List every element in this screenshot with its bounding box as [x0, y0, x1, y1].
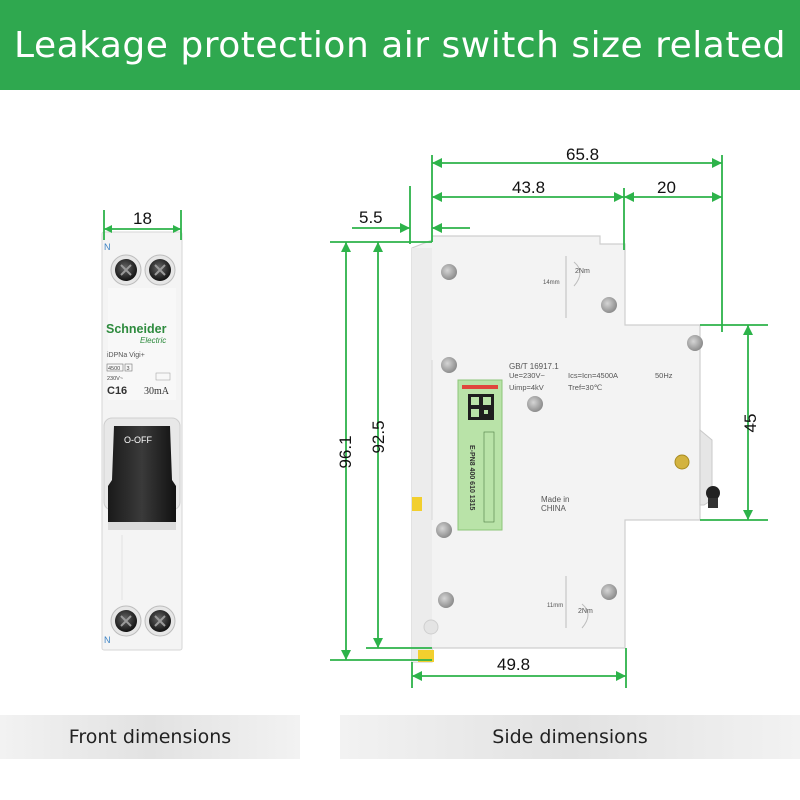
dim-inner-height: 92.5	[369, 420, 388, 453]
country: CHINA	[541, 504, 567, 513]
rivet-icon	[438, 592, 454, 608]
sticker-mark	[462, 385, 498, 389]
toggle-base	[108, 522, 176, 530]
impulse-voltage: Uimp=4kV	[509, 383, 544, 392]
screw-slot-icon	[120, 264, 132, 276]
screw-slot-icon	[154, 264, 166, 276]
strip-length-top: 14mm	[543, 280, 560, 286]
voltage-mark: 230V~	[107, 376, 123, 382]
brand-logo: Schneider	[106, 322, 167, 336]
rail-latch-icon	[706, 486, 720, 500]
reference-temp: Tref=30℃	[568, 383, 603, 392]
rivet-icon	[436, 522, 452, 538]
off-marking: O-OFF	[124, 435, 152, 445]
made-in: Made in	[541, 495, 569, 504]
rating-box	[106, 363, 124, 372]
side-view: 2Nm 14mm 2Nm 11mm GB/T 16917.1 Ue=230V~ …	[330, 145, 768, 688]
rivets	[423, 264, 703, 635]
yellow-tab-icon	[412, 497, 422, 511]
test-symbol-icon	[155, 372, 171, 381]
dim-overall-depth: 65.8	[566, 145, 599, 164]
rivet-icon	[687, 335, 703, 351]
torque-marks	[565, 256, 589, 629]
breaker-side-body	[411, 235, 701, 663]
terminal-mark-top: N	[104, 242, 111, 252]
class-value: 3	[127, 366, 130, 372]
sticker-code: E-PN8 400 610 1315	[468, 445, 475, 510]
dim-front-depth: 43.8	[512, 178, 545, 197]
side-caption-text: Side dimensions	[492, 726, 648, 748]
side-edge	[412, 248, 432, 662]
front-dimensions-caption: Front dimensions	[0, 715, 300, 759]
rivet-icon	[441, 264, 457, 280]
rivet-icon	[423, 619, 439, 635]
dim-offset: 5.5	[359, 208, 383, 227]
side-dimension-lines	[330, 155, 768, 688]
screw-slot-icon	[120, 615, 132, 627]
dim-total-height: 96.1	[336, 435, 355, 468]
rivet-icon	[527, 396, 543, 412]
dim-base-depth: 49.8	[497, 655, 530, 674]
front-caption-text: Front dimensions	[68, 726, 232, 748]
front-width-label: 18	[133, 209, 152, 228]
page-title: Leakage protection air switch size relat…	[14, 24, 786, 66]
torque-top: 2Nm	[575, 268, 590, 275]
rivet-icon	[601, 297, 617, 313]
sensitivity-rating: 30mA	[144, 386, 170, 397]
rivet-icon	[441, 357, 457, 373]
rail-latch-tab	[708, 498, 718, 508]
sticker-barcode	[483, 431, 495, 523]
yellow-tab-icon	[418, 650, 434, 662]
torque-bottom: 2Nm	[578, 608, 593, 615]
terminal-mark-bottom: N	[104, 635, 111, 645]
rated-voltage: Ue=230V~	[509, 371, 545, 380]
test-button-icon	[674, 454, 690, 470]
side-dimensions-caption: Side dimensions	[340, 715, 800, 759]
brand-subtitle: Electric	[140, 336, 166, 345]
screw-slot-icon	[154, 615, 166, 627]
breaking-capacity-text: Ics=Icn=4500A	[568, 371, 618, 380]
frequency: 50Hz	[655, 371, 673, 380]
dim-rail-height: 45	[741, 414, 760, 433]
class-box	[124, 363, 133, 372]
front-view: N N Schneider Electric iDPNa Vigi+ 4500 …	[101, 209, 183, 651]
toggle-lever[interactable]	[108, 426, 176, 522]
curve-rating: C16	[107, 385, 127, 397]
strip-length-bottom: 11mm	[547, 603, 563, 609]
front-width-dimension	[103, 210, 182, 240]
model-name: iDPNa Vigi+	[107, 352, 145, 359]
title-banner: Leakage protection air switch size relat…	[0, 0, 800, 90]
dim-rear-depth: 20	[657, 178, 676, 197]
breaking-capacity: 4500	[108, 366, 120, 372]
standard-text: GB/T 16917.1	[509, 362, 559, 371]
front-label-panel	[108, 288, 176, 400]
rivet-icon	[601, 584, 617, 600]
